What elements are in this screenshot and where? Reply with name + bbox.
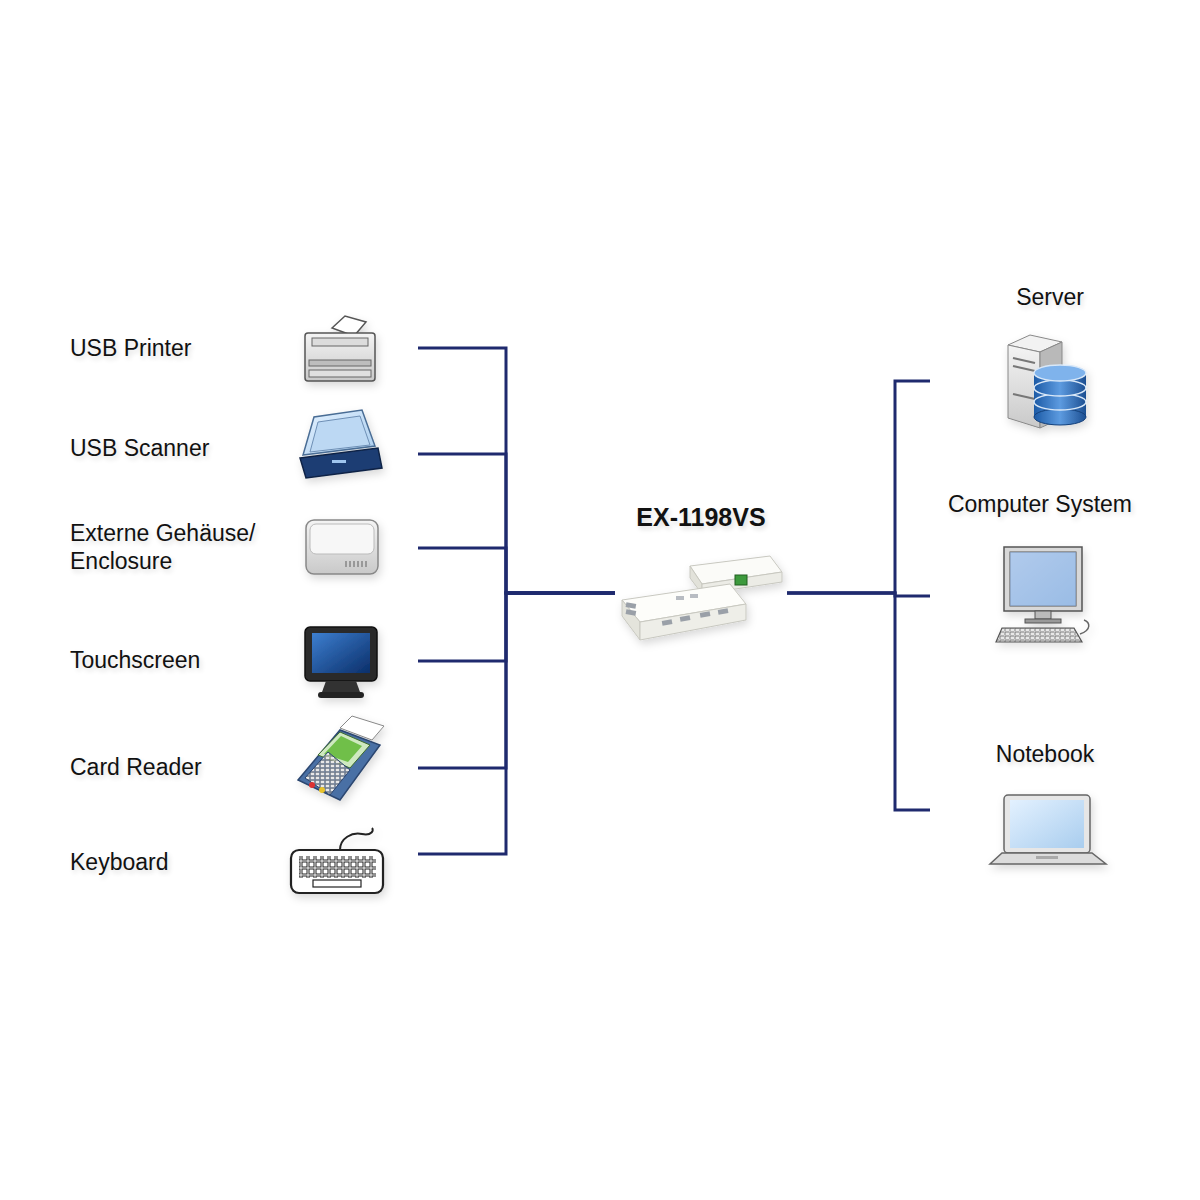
device-node: Keyboard <box>58 822 418 902</box>
node-label: Server <box>930 283 1170 311</box>
host-node: Computer System <box>930 490 1150 655</box>
keyboard-icon <box>291 828 383 893</box>
node-label: Touchscreen <box>70 646 200 674</box>
bus-line <box>787 593 930 596</box>
device-node: Externe Gehäuse/ Enclosure <box>58 507 418 587</box>
node-label: Computer System <box>930 490 1150 518</box>
bus-line <box>418 593 615 854</box>
host-node: Notebook <box>930 740 1160 870</box>
node-label: Externe Gehäuse/ Enclosure <box>70 519 285 575</box>
computer-icon <box>996 547 1089 642</box>
hub-node: EX-1198VS <box>615 503 787 643</box>
node-label: USB Scanner <box>70 434 209 462</box>
printer-icon <box>305 316 375 381</box>
touchscreen-icon <box>305 627 377 698</box>
node-label: Keyboard <box>70 848 168 876</box>
server-icon <box>1008 335 1086 428</box>
notebook-icon <box>990 795 1106 864</box>
bus-line <box>418 454 615 593</box>
node-label: Notebook <box>930 740 1160 768</box>
node-label: EX-1198VS <box>615 503 787 531</box>
bus-line <box>418 593 615 768</box>
usb-hub-device <box>622 556 782 640</box>
device-node: USB Printer <box>58 308 418 388</box>
bus-line <box>418 348 615 593</box>
bus-line <box>418 593 615 661</box>
bus-line <box>787 381 930 593</box>
host-node: Server <box>930 283 1170 438</box>
device-node: Touchscreen <box>58 620 418 700</box>
node-label: USB Printer <box>70 334 191 362</box>
bus-line <box>418 548 615 593</box>
enclosure-icon <box>306 520 378 574</box>
node-label: Card Reader <box>70 753 202 781</box>
scanner-icon <box>300 410 382 478</box>
device-node: USB Scanner <box>58 408 418 488</box>
card-reader-icon <box>298 716 384 800</box>
device-node: Card Reader <box>58 727 418 807</box>
bus-line <box>787 593 930 810</box>
